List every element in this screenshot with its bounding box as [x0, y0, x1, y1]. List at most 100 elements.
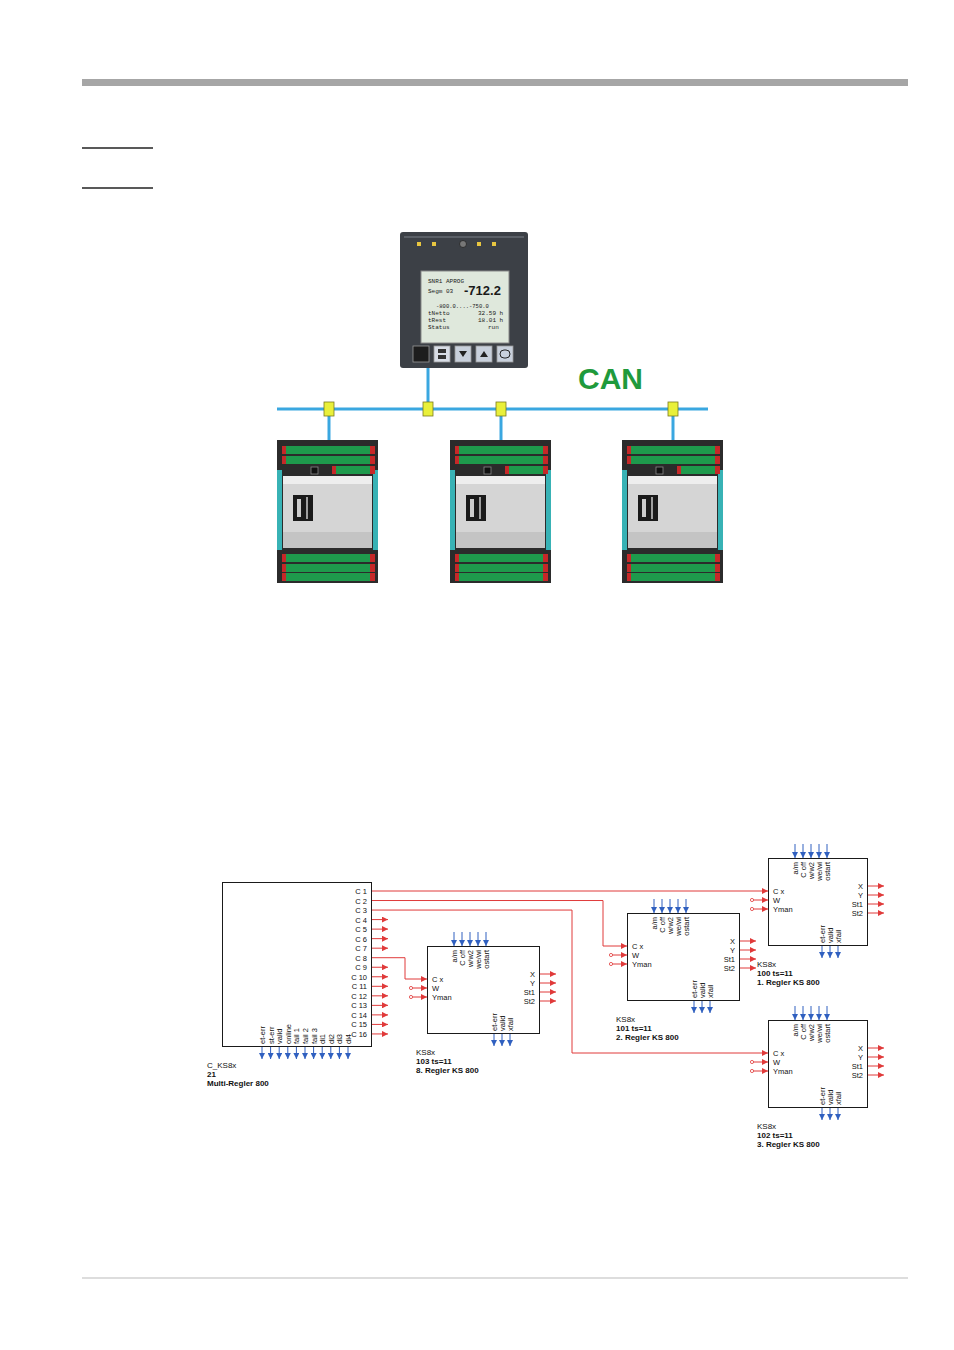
pin-arrow [305, 1047, 306, 1059]
pin-arrow [752, 900, 768, 901]
pin-arrow [510, 1034, 511, 1046]
pin-arrow [372, 938, 388, 939]
pin-arrow [502, 1034, 503, 1046]
block-name: 102 ts=11 [757, 1131, 820, 1140]
block-heading: C_KS8x21Multi-Regler 800 [207, 1061, 269, 1088]
pin-arrow [710, 1001, 711, 1013]
pin-arrow [478, 932, 479, 946]
block-name: 2. Regler KS 800 [616, 1033, 679, 1042]
pin-name: a/m [792, 1024, 800, 1054]
display-text: -712.2 [464, 284, 501, 297]
pin-name: C 6 [355, 936, 367, 944]
pin-name: et-err [259, 1026, 267, 1044]
display-unit [400, 232, 528, 368]
pin-arrow [372, 995, 388, 996]
pin-arrow [540, 992, 556, 993]
pin-name: Y [858, 892, 863, 900]
pin-name: St2 [852, 1072, 863, 1080]
pin-name: st-err [268, 1027, 276, 1045]
pin-name: C x [432, 976, 443, 984]
controller-module [450, 440, 551, 583]
pin-arrow [868, 886, 884, 887]
pin-arrow [348, 1047, 349, 1059]
pin-arrow [827, 844, 828, 858]
block-type: KS8x [757, 1122, 820, 1131]
pin-name: w/w2 [467, 950, 475, 980]
pin-arrow [262, 1047, 263, 1059]
block-name: 21 [207, 1070, 269, 1079]
pin-arrow [827, 1006, 828, 1020]
pin-arrow [279, 1047, 280, 1059]
pin-name: C x [632, 943, 643, 951]
pin-arrow [811, 1006, 812, 1020]
pin-name: C off [800, 862, 808, 892]
pin-name: C 13 [351, 1002, 367, 1010]
pin-arrow [694, 1001, 695, 1013]
pin-arrow [740, 950, 756, 951]
illustration-part [477, 242, 481, 246]
pin-name: Yman [432, 994, 452, 1002]
signal-wire [372, 891, 768, 892]
pin-name: we/wi [816, 862, 824, 892]
pin-name: et-err [819, 925, 827, 943]
pin-arrow [372, 1024, 388, 1025]
illustration-part [421, 271, 509, 343]
pin-name: ostart [683, 917, 691, 947]
display-text: Status [428, 325, 450, 331]
input-dot [609, 953, 612, 956]
controller-block: KS8x102 ts=113. Regler KS 800a/mC offw/w… [768, 1020, 868, 1108]
illustration-part [434, 346, 450, 362]
display-text: tNetto [428, 311, 450, 317]
pin-name: ostart [824, 1024, 832, 1054]
pin-arrow [330, 1047, 331, 1059]
block-heading: KS8x100 ts=111. Regler KS 800 [757, 960, 820, 987]
pin-name: C 3 [355, 907, 367, 915]
pin-arrow [795, 844, 796, 858]
pin-arrow [411, 988, 427, 989]
pin-name: valid [827, 1090, 835, 1105]
pin-name: C 11 [352, 983, 367, 991]
block-type: KS8x [616, 1015, 679, 1024]
pin-arrow [795, 1006, 796, 1020]
pin-name: a/m [451, 950, 459, 980]
pin-name: St2 [724, 965, 735, 973]
block-heading: KS8x103 ts=118. Regler KS 800 [416, 1048, 479, 1075]
pin-arrow [470, 932, 471, 946]
pin-name: w/w2 [667, 917, 675, 947]
pin-arrow [540, 1001, 556, 1002]
block-name: 8. Regler KS 800 [416, 1066, 479, 1075]
pin-name: we/wi [475, 950, 483, 980]
pin-name: fail 2 [302, 1028, 310, 1044]
pin-arrow [486, 932, 487, 946]
display-text: Segm 03 [428, 289, 453, 295]
illustration-part [404, 236, 524, 238]
pin-name: ostart [483, 950, 491, 980]
pin-name: C x [773, 888, 784, 896]
pin-arrow [494, 1034, 495, 1046]
illustration-part [496, 402, 506, 416]
pin-arrow [830, 1108, 831, 1120]
pin-arrow [372, 929, 388, 930]
pin-name: C 9 [355, 964, 367, 972]
illustration-part [423, 402, 433, 416]
pin-arrow [803, 844, 804, 858]
input-dot [409, 995, 412, 998]
pin-arrow [752, 1062, 768, 1063]
pin-name: W [632, 952, 639, 960]
pin-arrow [296, 1047, 297, 1059]
display-text: 18.01 h [478, 318, 503, 324]
rule-line [82, 187, 153, 189]
illustration-part [324, 402, 334, 416]
illustration-part [668, 402, 678, 416]
block-heading: KS8x101 ts=112. Regler KS 800 [616, 1015, 679, 1042]
pin-arrow [654, 899, 655, 913]
block-heading: KS8x102 ts=113. Regler KS 800 [757, 1122, 820, 1149]
pin-arrow [372, 967, 388, 968]
illustration-part [438, 349, 446, 353]
pin-name: C 7 [355, 945, 367, 953]
pin-arrow [822, 946, 823, 958]
pin-arrow [372, 1014, 388, 1015]
block-name: Multi-Regler 800 [207, 1079, 269, 1088]
pin-name: St1 [852, 1063, 863, 1071]
